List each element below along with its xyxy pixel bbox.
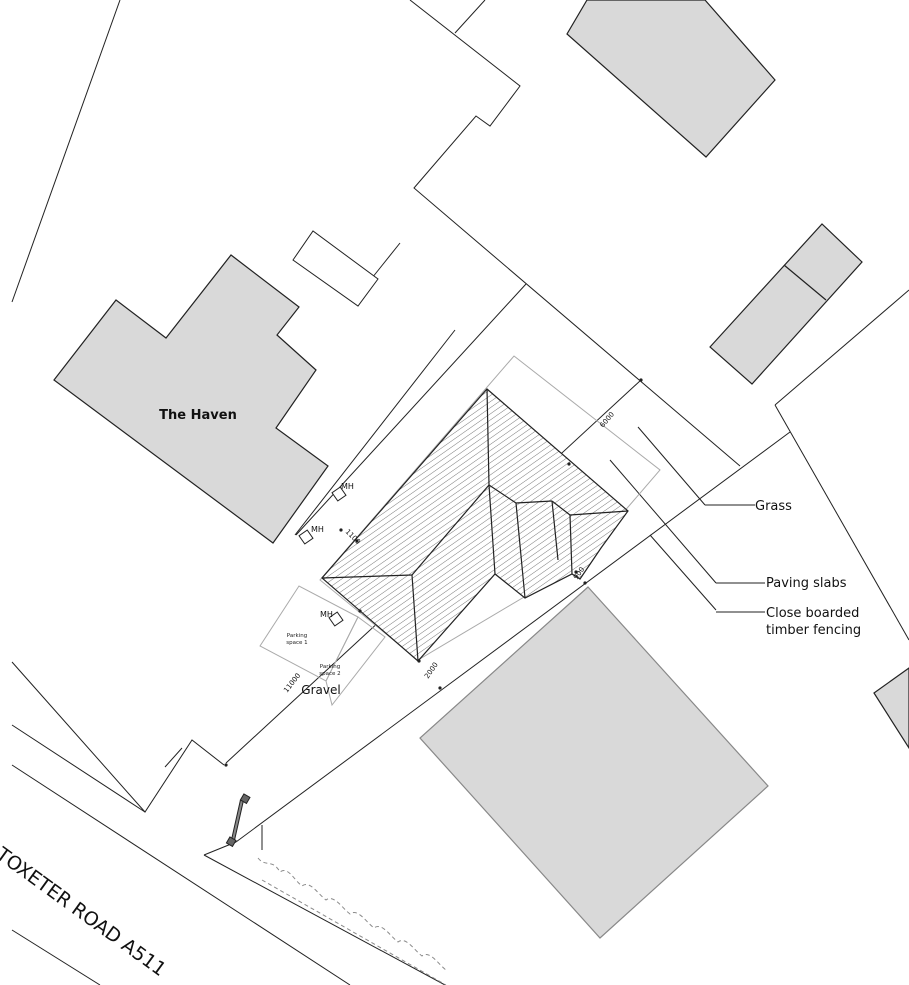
parking-space-1-line2: space 1: [286, 640, 307, 646]
plot-left-near: [294, 329, 456, 536]
east-building: [873, 667, 909, 750]
parking-space-2-line2: space 2: [319, 671, 340, 677]
dim-front-right: 2000: [423, 661, 440, 680]
manhole-2: [298, 529, 314, 545]
manhole-3: [328, 611, 344, 627]
garage-building: [709, 223, 863, 385]
house-roof: [321, 388, 629, 662]
outbuilding: [292, 230, 379, 307]
gate-post-bottom: [225, 836, 237, 848]
gravel-label: Gravel: [301, 683, 340, 697]
neighbour-buildings: [53, 0, 909, 939]
front-plot-notch: [164, 747, 183, 768]
manholes: [298, 486, 347, 627]
road-edge-3: [11, 929, 101, 985]
north-plot-step: [409, 0, 741, 467]
north-plot-corner: [454, 0, 486, 34]
north-plot-outline: [11, 0, 121, 303]
plot-far-right-edge: [774, 404, 909, 641]
parking-space-2: [325, 616, 386, 707]
proposed-house: [321, 388, 629, 662]
top-right-building: [566, 0, 776, 158]
the-haven-label: The Haven: [159, 408, 237, 423]
legend-fencing-line1: Close boarded: [766, 606, 859, 621]
front-plot-outline: [11, 661, 225, 813]
parking-area: [259, 585, 386, 707]
front-plot-inner: [11, 724, 146, 813]
dimension-ticks: [224, 378, 643, 767]
gate-post-top: [239, 793, 251, 805]
south-building: [419, 586, 769, 939]
legend-grass: Grass: [755, 499, 792, 514]
fence-line: [649, 534, 717, 611]
parking-space-1-line1: Parking: [287, 633, 307, 639]
gate: [225, 793, 251, 848]
plot-right-line: [235, 431, 791, 843]
paving-line-2: [609, 459, 717, 584]
legend-paving: Paving slabs: [766, 576, 847, 591]
legend-fencing-line2: timber fencing: [766, 623, 861, 638]
paving-line-1: [637, 426, 706, 506]
plot-left-inner: [371, 242, 401, 279]
mh-label-3: MH: [320, 610, 333, 619]
road-edge-2: [203, 854, 446, 985]
manhole-1: [331, 486, 347, 502]
dim-front-left: 11000: [282, 672, 302, 694]
parking-space-1: [259, 585, 359, 682]
dim-rear: 6000: [598, 410, 616, 429]
plot-far-right-line: [774, 289, 909, 406]
road-edge-1: [11, 764, 351, 985]
mh-label-1: MH: [341, 482, 354, 491]
kerb-pattern: [257, 857, 447, 985]
the-haven-building: [53, 254, 329, 544]
legend-leaders: [705, 504, 765, 613]
roof-ridges: [321, 388, 629, 662]
garage-divider: [783, 264, 827, 301]
road-name: TOXETER ROAD A511: [0, 843, 170, 981]
parking-space-2-line1: Parking: [320, 664, 340, 670]
mh-label-2: MH: [311, 525, 324, 534]
